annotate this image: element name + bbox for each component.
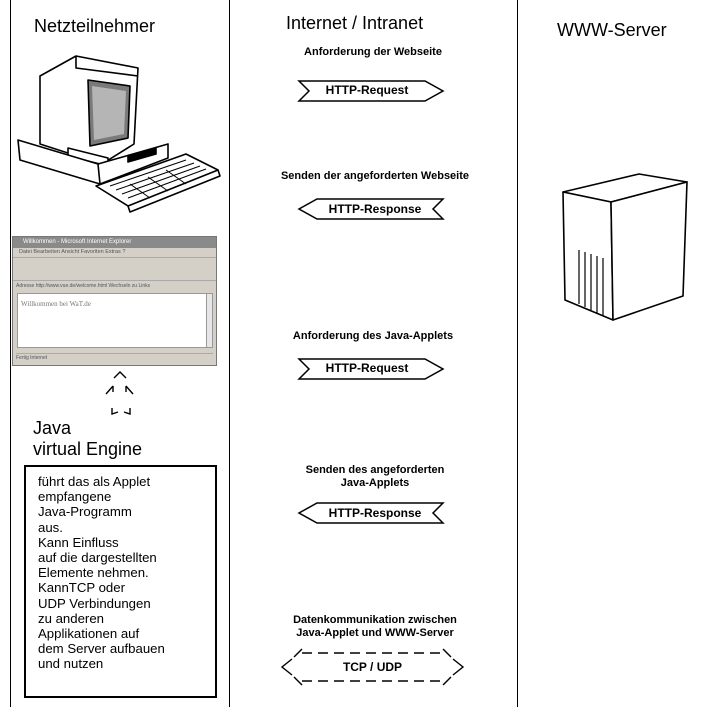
browser-status: Fertig Internet: [16, 353, 213, 363]
jvm-to-browser-arrow: [105, 371, 134, 415]
browser-title: Willkommen - Microsoft Internet Explorer: [13, 237, 216, 248]
computer-icon: [17, 55, 221, 213]
browser-menu: Datei Bearbeiten Ansicht Favoriten Extra…: [19, 249, 126, 255]
message-caption-2: Senden der angeforderten Webseite: [280, 170, 470, 182]
arrow-left-icon: [297, 502, 445, 524]
browser-address: Adresse http://www.vue.de/welcome.html W…: [16, 283, 151, 289]
http-request-label-1: HTTP-Request: [325, 83, 409, 97]
browser-toolbar: [13, 257, 216, 281]
server-icon: [562, 173, 688, 321]
jvm-description-box: führt das als Applet empfangene Java-Pro…: [24, 465, 217, 698]
message-caption-5: Datenkommunikation zwischen Java-Applet …: [293, 614, 457, 639]
bidirectional-arrow-icon: [280, 648, 465, 686]
message-caption-4: Senden des angeforderten Java-Applets: [305, 464, 445, 489]
jvm-description: führt das als Applet empfangene Java-Pro…: [38, 474, 165, 672]
server-header: WWW-Server: [557, 20, 667, 40]
browser-window-icon: Willkommen - Microsoft Internet Explorer…: [12, 236, 217, 366]
http-request-label-2: HTTP-Request: [325, 361, 409, 375]
arrow-right-icon: [297, 80, 445, 102]
http-response-label-1: HTTP-Response: [328, 202, 422, 216]
network-header: Internet / Intranet: [286, 13, 424, 33]
message-caption-1: Anforderung der Webseite: [304, 46, 442, 58]
browser-scrollbar: [206, 293, 213, 348]
http-response-label-2: HTTP-Response: [328, 506, 422, 520]
browser-content: Willkommen bei WaT.de: [17, 293, 207, 348]
client-column: [10, 0, 230, 707]
jvm-label-line1: Java: [33, 418, 72, 438]
arrow-right-icon: [297, 358, 445, 380]
client-header: Netzteilnehmer: [34, 16, 156, 36]
server-column: [517, 0, 718, 707]
arrow-left-icon: [297, 198, 445, 220]
message-caption-3: Anforderung des Java-Applets: [292, 330, 454, 342]
tcp-udp-label: TCP / UDP: [342, 660, 403, 674]
jvm-label-line2: virtual Engine: [33, 439, 143, 459]
